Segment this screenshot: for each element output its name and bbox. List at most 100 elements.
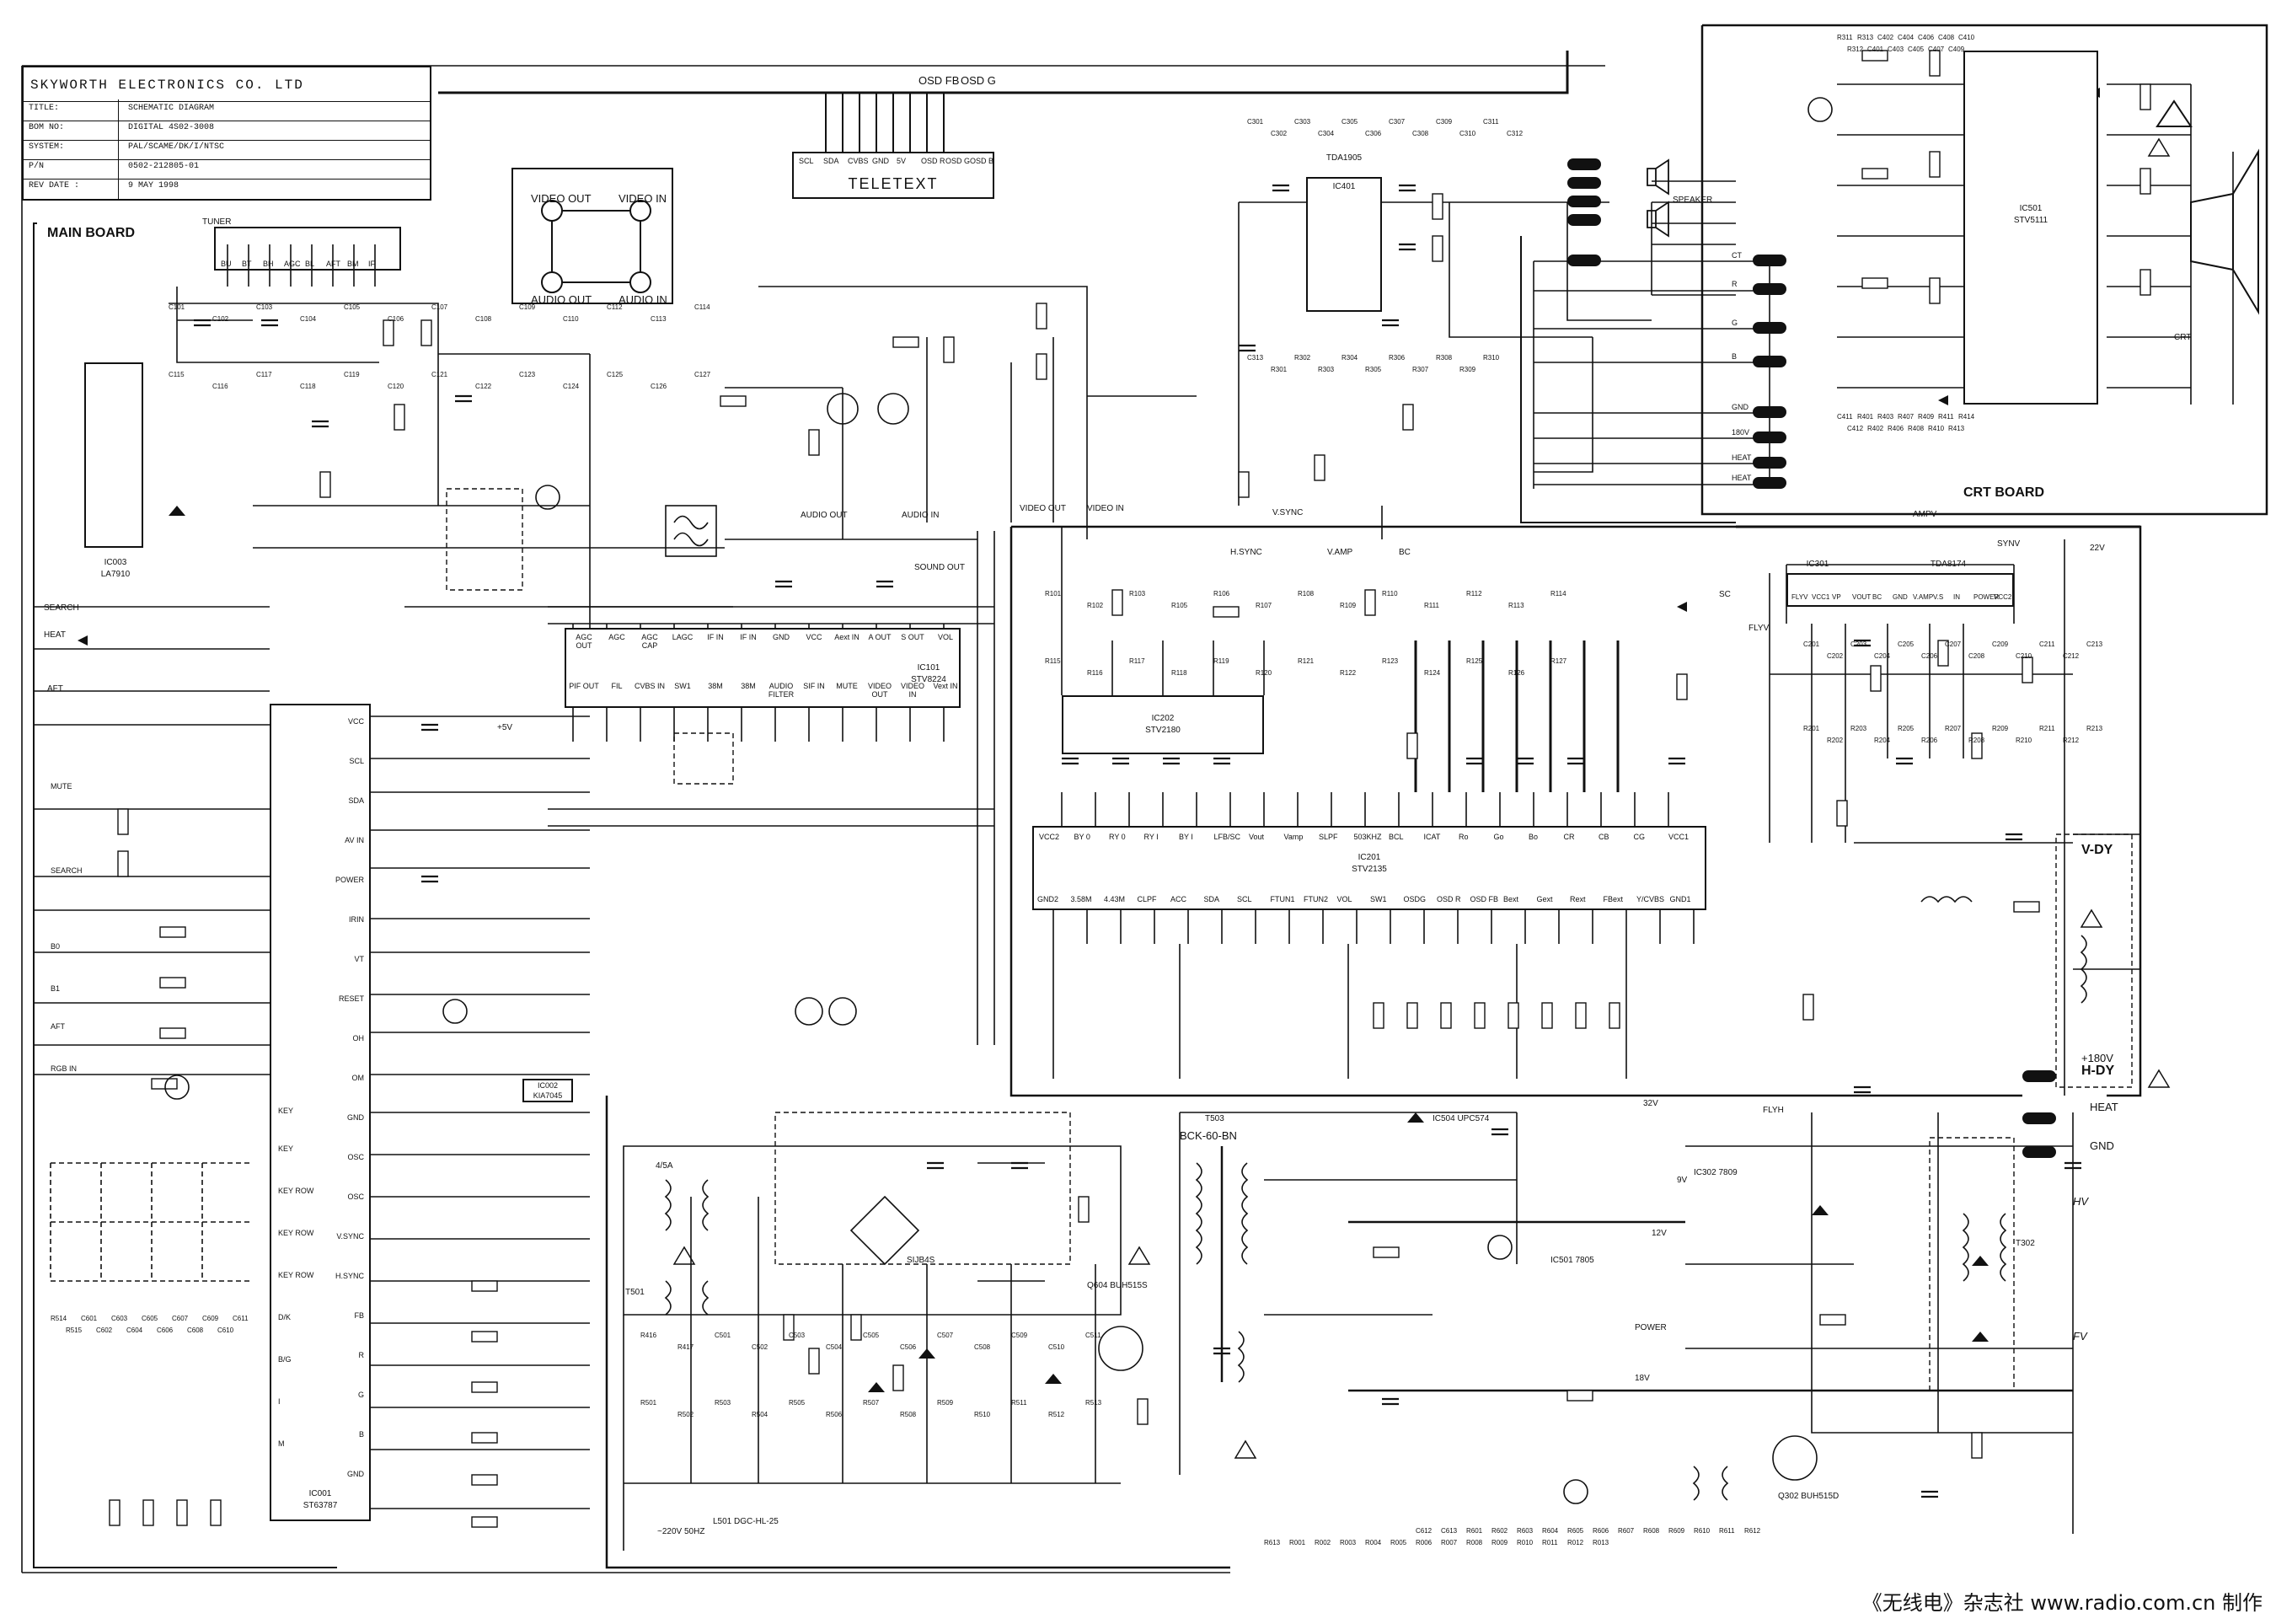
ic201-pin: GND2 <box>1037 895 1059 903</box>
component-label: R204 <box>1874 737 1891 744</box>
ic101-pin: AGC OUT <box>576 633 592 650</box>
ic101-pin: AGC <box>608 633 625 641</box>
ic101-pin: SW1 <box>674 682 691 690</box>
sig-fv: FV <box>2073 1330 2087 1343</box>
component-label: R105 <box>1171 602 1188 609</box>
sig-ampv: AMPV <box>1913 510 1937 519</box>
component-label: R012 <box>1567 1539 1584 1546</box>
component-label: C209 <box>1992 640 2009 648</box>
crt-conn-label: R <box>1732 280 1738 288</box>
sig-heat-left: HEAT <box>44 630 66 640</box>
sig-sound-out: SOUND OUT <box>914 563 965 572</box>
component-label: R406 <box>1888 425 1904 432</box>
ic001-left-signal: I <box>278 1397 281 1406</box>
ic201-pin: BCL <box>1389 833 1404 841</box>
bridge-label: SIJB4S <box>907 1256 935 1265</box>
ic101-pin: VIDEO IN <box>900 682 924 699</box>
component-label: C504 <box>826 1343 843 1351</box>
ic001-pin: OSC <box>347 1193 364 1201</box>
component-label: C405 <box>1908 46 1925 53</box>
ic201-pin: ACC <box>1170 895 1187 903</box>
component-label: R602 <box>1491 1527 1508 1535</box>
component-label: R119 <box>1213 657 1229 665</box>
component-label: R511 <box>1011 1399 1027 1407</box>
company-name: SKYWORTH ELECTRONICS CO. LTD <box>30 78 304 93</box>
component-label: R211 <box>2039 725 2055 732</box>
component-label: C409 <box>1948 46 1965 53</box>
ic003: IC003 LA7910 <box>84 362 143 579</box>
tuner-pin: AGC <box>284 260 301 268</box>
ic201-pin: ICAT <box>1423 833 1441 841</box>
ic101-pin: VIDEO OUT <box>867 682 892 699</box>
component-label: R506 <box>826 1411 843 1418</box>
component-label: R515 <box>66 1327 83 1334</box>
component-label: C602 <box>96 1327 113 1334</box>
component-label: C606 <box>157 1327 174 1334</box>
crt-board-label: CRT BOARD <box>1963 485 2044 500</box>
component-label: R103 <box>1129 590 1146 598</box>
component-label: C119 <box>344 371 360 378</box>
q302-label: Q302 BUH515D <box>1778 1492 1840 1501</box>
component-label: C107 <box>431 303 448 311</box>
ic001-left-signal: B0 <box>51 942 61 951</box>
component-label: R107 <box>1256 602 1272 609</box>
component-label: R513 <box>1085 1399 1102 1407</box>
component-label: C213 <box>2086 640 2103 648</box>
component-label: R503 <box>715 1399 731 1407</box>
sig-aft: AFT <box>47 684 63 694</box>
component-label: R608 <box>1643 1527 1660 1535</box>
ic001-pin: R <box>358 1351 365 1359</box>
component-label: R122 <box>1340 669 1357 677</box>
ic302-label: IC302 7809 <box>1694 1168 1738 1177</box>
crt-label: CRT <box>2174 333 2192 342</box>
ic201-pin: BY I <box>1179 833 1193 841</box>
ic101-pin: LAGC <box>672 633 694 641</box>
sig-9v: 9V <box>1677 1176 1688 1185</box>
component-label: R512 <box>1048 1411 1065 1418</box>
ic201-pin: VCC2 <box>1039 833 1060 841</box>
crt-conn-label: B <box>1732 352 1738 361</box>
component-label: R205 <box>1898 725 1915 732</box>
l501-label: L501 DGC-HL-25 <box>713 1517 779 1526</box>
component-label: R308 <box>1436 354 1453 362</box>
sig-5v: +5V <box>497 723 513 732</box>
component-label: C101 <box>169 303 185 311</box>
component-label: C411 <box>1837 413 1853 421</box>
t503-label: T503 <box>1205 1114 1224 1123</box>
component-label: R612 <box>1744 1527 1761 1535</box>
component-label: C104 <box>300 315 317 323</box>
ic101-pin: 38M <box>741 682 756 690</box>
component-label: C124 <box>563 383 580 390</box>
ic201-pin: VOL <box>1336 895 1352 903</box>
ic101-pin: FIL <box>611 682 623 690</box>
component-label: C102 <box>212 315 229 323</box>
ic301-pin: VCC2 <box>1994 593 2012 601</box>
ic201-pin: GND1 <box>1669 895 1691 903</box>
footer-credit: 《无线电》杂志社 www.radio.com.cn 制作 <box>1861 1591 2263 1615</box>
speaker-label: SPEAKER <box>1673 196 1713 205</box>
ic001-pin: AV IN <box>345 836 364 844</box>
component-label: C610 <box>217 1327 234 1334</box>
tuner-pin: BU <box>221 260 232 268</box>
sig-search: SEARCH <box>44 603 79 613</box>
component-label: C307 <box>1389 118 1406 126</box>
ic001-pin: G <box>357 1391 364 1399</box>
ic001-left-signal: KEY <box>278 1144 294 1153</box>
sig-power: POWER <box>1635 1323 1667 1332</box>
component-label: C105 <box>344 303 361 311</box>
ic201-pin: CR <box>1563 833 1575 841</box>
sig-video-in: VIDEO IN <box>1087 504 1124 513</box>
component-label: C601 <box>81 1315 98 1322</box>
teletext-label: TELETEXT <box>848 175 939 192</box>
tuner-pin: BH <box>263 260 274 268</box>
sig-sc: SC <box>1719 590 1731 599</box>
teletext-pin: SDA <box>823 157 839 165</box>
component-label: C608 <box>187 1327 204 1334</box>
component-label: R606 <box>1593 1527 1609 1535</box>
component-label: R510 <box>974 1411 991 1418</box>
ic201-pin: RY 0 <box>1109 833 1126 841</box>
crt-conn-label: HEAT <box>1732 474 1752 482</box>
component-label: C207 <box>1945 640 1962 648</box>
